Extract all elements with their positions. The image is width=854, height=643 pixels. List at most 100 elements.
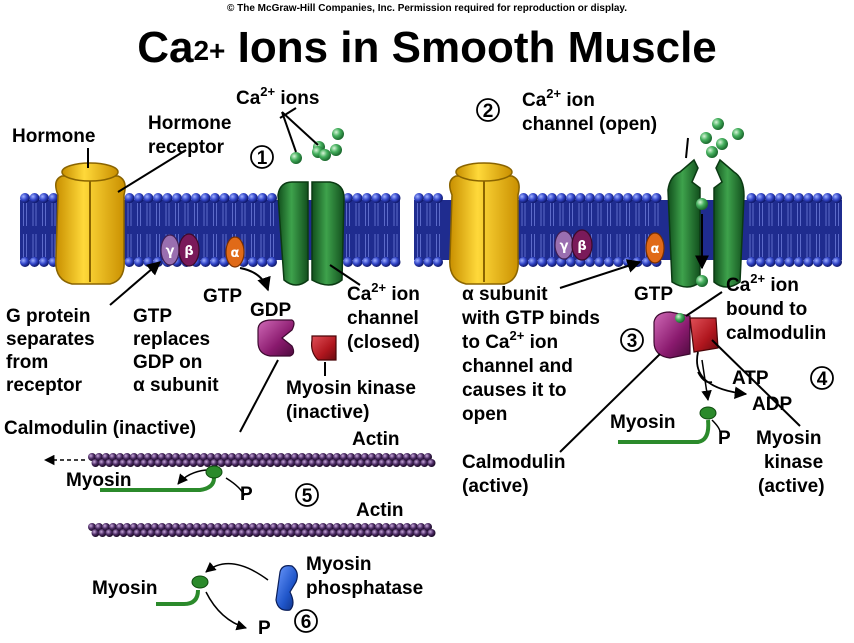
actin-bead — [273, 459, 282, 467]
actin-bead — [252, 529, 261, 537]
actin-bead — [326, 523, 334, 531]
label-myosin-right: Myosin — [610, 412, 675, 433]
actin-bead — [266, 459, 275, 467]
actin-bead — [308, 529, 317, 537]
actin-bead — [294, 459, 303, 467]
label-g-protein-3: from — [6, 352, 48, 373]
actin-bead — [238, 529, 247, 537]
step-1-marker: 1 — [250, 145, 274, 169]
actin-bead — [189, 529, 198, 537]
actin-bead — [427, 529, 436, 537]
lipid-head — [794, 193, 804, 203]
label-p-bottom: P — [258, 618, 271, 639]
actin-bead — [116, 523, 124, 531]
label-ca-bound-1: Ca2+ ion — [726, 271, 799, 296]
lipid-head — [39, 193, 49, 203]
actin-bead — [298, 453, 306, 461]
lipid-head — [29, 257, 40, 267]
actin-bead — [392, 529, 401, 537]
actin-bead — [291, 453, 299, 461]
pointer-calmodulin-active — [559, 353, 661, 453]
actin-bead — [154, 459, 163, 467]
actin-bead — [343, 529, 352, 537]
actin-bead — [95, 453, 103, 461]
actin-bead — [109, 453, 117, 461]
beta-label: β — [184, 244, 193, 259]
lipid-head — [153, 193, 163, 203]
lipid-head — [48, 193, 59, 203]
actin-bead — [137, 453, 145, 461]
lipid-head — [248, 193, 258, 203]
page-title: Ca2+ Ions in Smooth Muscle — [137, 23, 717, 72]
svg-text:1: 1 — [257, 148, 268, 169]
actin-bead — [340, 523, 348, 531]
lipid-head — [537, 257, 548, 267]
label-alpha-gtp-6: open — [462, 404, 507, 425]
actin-bead — [284, 523, 292, 531]
actin-bead — [340, 453, 348, 461]
label-ca-channel-closed-2: channel — [347, 308, 419, 329]
lipid-head — [813, 193, 823, 203]
actin-bead — [417, 523, 425, 531]
lipid-head — [604, 193, 614, 203]
svg-text:5: 5 — [302, 486, 313, 507]
actin-bead — [98, 459, 107, 467]
lipid-head — [267, 257, 277, 267]
actin-bead — [322, 459, 331, 467]
actin-bead — [228, 453, 236, 461]
actin-bead — [319, 453, 327, 461]
hormone-left — [61, 162, 119, 182]
actin-bead — [364, 529, 373, 537]
actin-bead — [347, 523, 355, 531]
label-g-protein-1: G protein — [6, 306, 90, 327]
lipid-head — [518, 257, 529, 267]
lipid-head — [200, 193, 211, 203]
label-gtp-replaces-1: GTP — [133, 306, 172, 327]
actin-bead — [189, 459, 198, 467]
lipid-head — [433, 257, 443, 267]
actin-bead — [322, 529, 331, 537]
lipid-head — [794, 257, 804, 267]
lipid-head — [765, 257, 776, 267]
lipid-head — [134, 193, 144, 203]
lipid-head — [594, 257, 605, 267]
lipid-head — [238, 193, 249, 203]
arrow-p-release — [205, 591, 248, 631]
lipid-head — [371, 193, 382, 203]
step-2-marker: 2 — [476, 98, 500, 122]
lipid-head — [20, 193, 30, 203]
actin-bead — [231, 529, 240, 537]
actin-bead — [427, 459, 436, 467]
actin-bead — [112, 459, 121, 467]
actin-bead — [221, 523, 229, 531]
lipid-head — [594, 193, 605, 203]
actin-bead — [382, 523, 390, 531]
beta-label-right: β — [577, 239, 586, 254]
actin-bead — [168, 459, 177, 467]
label-myosin-phosphatase-1: Myosin — [306, 554, 371, 575]
svg-text:6: 6 — [301, 612, 312, 633]
actin-bead — [424, 523, 432, 531]
alpha-label-right: α — [651, 242, 660, 257]
lipid-head — [371, 257, 382, 267]
actin-bead — [315, 459, 324, 467]
label-p-top: P — [240, 484, 253, 505]
actin-bead — [375, 523, 383, 531]
label-hormone: Hormone — [12, 126, 95, 147]
actin-bead — [329, 529, 338, 537]
pointer-kinase-active — [711, 339, 801, 427]
lipid-head — [765, 193, 776, 203]
actin-bead — [312, 453, 320, 461]
ca-channel-closed — [277, 181, 345, 286]
actin-bead — [277, 453, 285, 461]
actin-bead — [133, 529, 142, 537]
step-6-marker: 6 — [294, 609, 318, 633]
actin-bead — [382, 453, 390, 461]
lipid-head — [832, 257, 842, 267]
actin-bead — [102, 523, 110, 531]
label-ca-ions: Ca2+ ions — [236, 84, 319, 109]
actin-bead — [207, 523, 215, 531]
lipid-head — [746, 257, 757, 267]
actin-bead — [305, 453, 313, 461]
arrow-myosin-top — [177, 469, 207, 485]
